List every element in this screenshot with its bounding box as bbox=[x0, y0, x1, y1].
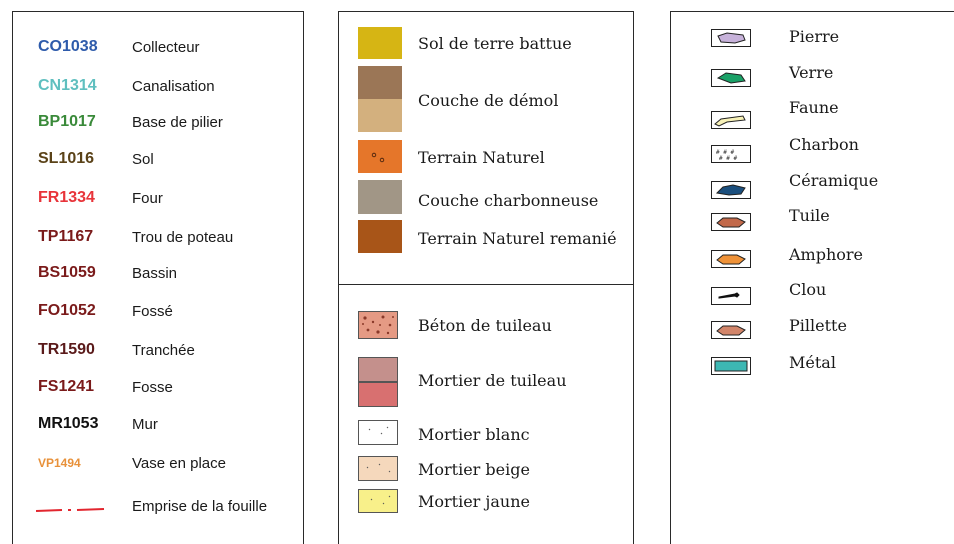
swatch-terrain-naturel bbox=[358, 140, 402, 173]
label-mortier-blanc: Mortier blanc bbox=[418, 425, 530, 444]
code-cn1314: CN1314 bbox=[38, 77, 97, 94]
pillette-icon bbox=[711, 321, 751, 339]
code-fo1052: FO1052 bbox=[38, 302, 96, 319]
code-label-four: Four bbox=[132, 190, 163, 207]
code-co1038: CO1038 bbox=[38, 38, 98, 55]
swatch-couche-de-demol-bottom bbox=[358, 99, 402, 132]
code-label-mur: Mur bbox=[132, 416, 158, 433]
code-label-tranchee: Tranchée bbox=[132, 342, 195, 359]
label-tuile: Tuile bbox=[789, 206, 830, 225]
svg-text:# # #: # # # bbox=[716, 149, 734, 156]
label-amphore: Amphore bbox=[789, 245, 864, 264]
code-label-sol: Sol bbox=[132, 151, 154, 168]
label-mortier-de-tuileau: Mortier de tuileau bbox=[418, 371, 567, 390]
code-label-vase-en-place: Vase en place bbox=[132, 455, 226, 472]
code-tp1167: TP1167 bbox=[38, 228, 94, 245]
swatch-couche-charbonneuse bbox=[358, 180, 402, 214]
stone-icon bbox=[711, 29, 751, 47]
swatch-mortier-blanc bbox=[358, 420, 398, 445]
label-couche-de-demol: Couche de démol bbox=[418, 91, 559, 110]
swatch-terrain-naturel-remanie bbox=[358, 220, 402, 253]
glass-icon bbox=[711, 69, 751, 87]
label-pierre: Pierre bbox=[789, 27, 840, 46]
code-bp1017: BP1017 bbox=[38, 113, 96, 130]
speckle-pattern-icon bbox=[366, 463, 391, 473]
label-clou: Clou bbox=[789, 280, 827, 299]
ceramic-icon bbox=[711, 181, 751, 199]
code-mr1053: MR1053 bbox=[38, 415, 99, 432]
panel-divider bbox=[338, 284, 634, 285]
code-sl1016: SL1016 bbox=[38, 150, 95, 167]
label-charbon: Charbon bbox=[789, 135, 859, 154]
label-terrain-naturel-remanie: Terrain Naturel remanié bbox=[418, 229, 617, 248]
code-label-fosse-pit: Fosse bbox=[132, 379, 173, 396]
swatch-couche-de-demol-top bbox=[358, 66, 402, 99]
swatch-beton-de-tuileau bbox=[358, 311, 398, 339]
label-verre: Verre bbox=[789, 63, 834, 82]
svg-text:# # #: # # # bbox=[719, 155, 737, 162]
emprise-line-icon bbox=[36, 508, 105, 512]
swatch-mortier-jaune bbox=[358, 489, 398, 513]
nail-icon bbox=[711, 287, 751, 305]
amphora-icon bbox=[711, 250, 751, 268]
code-fs1241: FS1241 bbox=[38, 378, 95, 395]
swatch-mortier-de-tuileau-bottom bbox=[358, 382, 398, 407]
pebbles-pattern-icon bbox=[371, 152, 385, 163]
speckle-pattern-icon bbox=[368, 426, 389, 435]
code-label-canalisation: Canalisation bbox=[132, 78, 215, 95]
metal-icon bbox=[711, 357, 751, 375]
code-tr1590: TR1590 bbox=[38, 341, 95, 358]
label-mortier-jaune: Mortier jaune bbox=[418, 492, 530, 511]
label-ceramique: Céramique bbox=[789, 171, 879, 190]
label-pillette: Pillette bbox=[789, 316, 847, 335]
label-beton-de-tuileau: Béton de tuileau bbox=[418, 316, 552, 335]
label-terrain-naturel: Terrain Naturel bbox=[418, 148, 545, 167]
swatch-sol-de-terre-battue bbox=[358, 27, 402, 59]
code-label-base-de-pilier: Base de pilier bbox=[132, 114, 223, 131]
code-bs1059: BS1059 bbox=[38, 264, 96, 281]
charcoal-icon: # # # # # # bbox=[711, 145, 751, 163]
speckle-pattern-icon bbox=[370, 495, 391, 505]
label-sol-de-terre-battue: Sol de terre battue bbox=[418, 34, 572, 53]
swatch-mortier-beige bbox=[358, 456, 398, 481]
bone-icon bbox=[711, 111, 751, 129]
code-label-fosse-ditch: Fossé bbox=[132, 303, 173, 320]
code-label-trou-de-poteau: Trou de poteau bbox=[132, 229, 234, 246]
label-metal: Métal bbox=[789, 353, 836, 372]
materials-legend-panel bbox=[670, 11, 954, 544]
codes-legend-panel bbox=[12, 11, 304, 544]
label-mortier-beige: Mortier beige bbox=[418, 460, 530, 479]
label-couche-charbonneuse: Couche charbonneuse bbox=[418, 191, 599, 210]
aggregate-pattern-icon bbox=[362, 315, 394, 335]
label-faune: Faune bbox=[789, 98, 839, 117]
code-fr1334: FR1334 bbox=[38, 189, 95, 206]
code-vp1494: VP1494 bbox=[38, 456, 81, 470]
code-label-emprise: Emprise de la fouille bbox=[132, 498, 268, 515]
swatch-mortier-de-tuileau-top bbox=[358, 357, 398, 382]
code-label-collecteur: Collecteur bbox=[132, 39, 200, 56]
code-label-bassin: Bassin bbox=[132, 265, 178, 282]
tile-icon bbox=[711, 213, 751, 231]
